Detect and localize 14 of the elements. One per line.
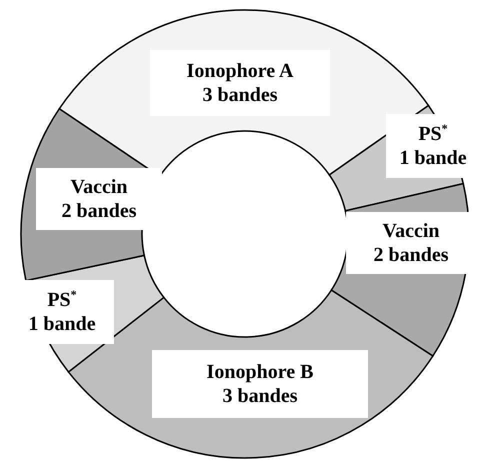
label-box: [36, 168, 162, 230]
segment-label: 1 bande: [399, 146, 467, 170]
segment-label: PS$^{*}$: [418, 122, 448, 146]
segment-label: Ionophore A: [186, 59, 294, 83]
segment-label: 1 bande: [28, 312, 96, 336]
segment-label: PS$^{*}$: [47, 288, 77, 312]
segment-label: Vaccin: [70, 175, 128, 199]
segment-label: Ionophore B: [206, 360, 314, 384]
segment-label: Vaccin: [382, 219, 440, 243]
label-box: [152, 350, 368, 418]
segment-label: 3 bandes: [202, 83, 278, 107]
segment-label: 3 bandes: [222, 384, 298, 408]
segment-label: 2 bandes: [373, 243, 449, 267]
segment-label: 2 bandes: [61, 199, 137, 223]
